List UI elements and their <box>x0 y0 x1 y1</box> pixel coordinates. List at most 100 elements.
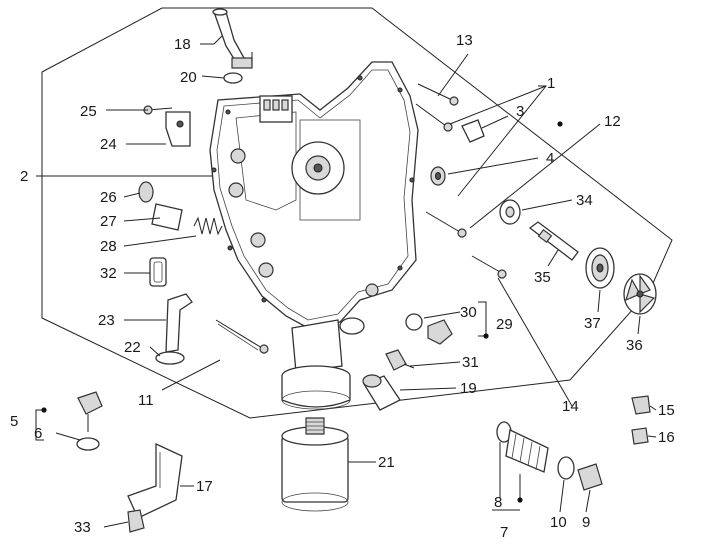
callout-11: 11 <box>138 392 154 409</box>
callout-numbers: 18 20 25 24 2 26 27 28 32 23 22 11 13 1 … <box>10 32 675 541</box>
part-10-oring <box>557 456 575 480</box>
part-11-screw-thread <box>217 323 259 351</box>
part-13-screw-b-head <box>443 122 453 132</box>
part-24-bracket-hole <box>176 120 184 128</box>
filter-seat-bottom <box>281 390 351 410</box>
callout-14: 14 <box>562 398 579 415</box>
callout-19: 19 <box>460 380 477 397</box>
callout-13: 13 <box>456 32 473 49</box>
cover-boss-hole <box>313 163 323 173</box>
part-24-bracket <box>165 111 191 147</box>
part-17-bracket <box>127 442 183 519</box>
callout-22: 22 <box>124 339 141 356</box>
bullet-dot-29 <box>483 333 489 339</box>
callout-24: 24 <box>100 136 117 153</box>
callout-28: 28 <box>100 238 117 255</box>
callout-3: 3 <box>516 103 524 120</box>
part-11-screw <box>215 319 263 349</box>
part-30-washer <box>405 313 423 331</box>
part-18-pipe <box>213 11 245 63</box>
callout-1: 1 <box>547 75 555 92</box>
part-30-plug <box>427 319 453 345</box>
callout-15: 15 <box>658 402 675 419</box>
part-11-screw-head <box>259 344 269 354</box>
callout-12: 12 <box>604 113 621 130</box>
connector-pin-c <box>281 99 289 111</box>
part-34-seal-inner <box>505 206 515 218</box>
callout-8: 8 <box>494 494 502 511</box>
cover-bore-4 <box>258 262 274 278</box>
connector-pin-b <box>272 99 280 111</box>
part-21-thread-lines <box>306 421 324 431</box>
cover-bore-3 <box>250 232 266 248</box>
callout-31: 31 <box>462 354 479 371</box>
part-35-shaft-collar <box>537 228 553 244</box>
callout-34: 34 <box>576 192 593 209</box>
oil-port-collar <box>339 317 365 335</box>
part-18-pipe-end <box>212 8 228 16</box>
callout-16: 16 <box>658 429 675 446</box>
part-31-sensor <box>385 349 407 371</box>
part-12-screw-head <box>457 228 467 238</box>
flange-holes <box>211 75 415 303</box>
part-16-clip <box>631 427 649 445</box>
part-18-bracket <box>231 57 253 69</box>
part-5-dipstick-cap <box>77 391 103 415</box>
callout-36: 36 <box>626 337 643 354</box>
callout-9: 9 <box>582 514 590 531</box>
part-26-washer <box>138 181 154 203</box>
callout-21: 21 <box>378 454 395 471</box>
part-20-oring <box>223 72 243 84</box>
part-4-seal-inner <box>434 171 442 181</box>
part-23-elbow <box>165 293 193 353</box>
part-14-screw <box>471 255 501 273</box>
callout-26: 26 <box>100 189 117 206</box>
crankcase-cover <box>209 61 419 329</box>
part-15-clip <box>631 395 651 415</box>
callout-23: 23 <box>98 312 115 329</box>
callout-6: 6 <box>34 425 42 442</box>
part-21-filter-body <box>281 435 349 503</box>
cover-gasket-edge <box>216 69 411 321</box>
cover-bore-5 <box>365 283 379 297</box>
part-9-plug <box>577 463 603 491</box>
callout-27: 27 <box>100 213 117 230</box>
part-14-screw-head <box>497 269 507 279</box>
callout-5: 5 <box>10 413 18 430</box>
connector-pin-a <box>263 99 271 111</box>
callout-18: 18 <box>174 36 191 53</box>
callout-30: 30 <box>460 304 477 321</box>
part-19-bushing-end <box>362 374 382 388</box>
callout-29: 29 <box>496 316 513 333</box>
part-35-shaft <box>528 221 579 261</box>
callout-35: 35 <box>534 269 551 286</box>
part-6-oring <box>76 437 100 451</box>
callout-33: 33 <box>74 519 91 536</box>
part-8-strainer <box>505 429 549 473</box>
bullet-dot-5 <box>41 407 47 413</box>
callout-2: 2 <box>20 168 28 185</box>
bullet-dot-1 <box>557 121 563 127</box>
bullet-dot-7 <box>517 497 523 503</box>
filter-neck <box>291 319 343 373</box>
part-36-impeller <box>623 273 657 315</box>
callout-25: 25 <box>80 103 97 120</box>
filter-seat-body <box>281 376 351 408</box>
callout-17: 17 <box>196 478 213 495</box>
part-27-plunger <box>151 203 183 231</box>
part-13-screw-a-head <box>449 96 459 106</box>
leader-lines <box>35 35 657 528</box>
cover-bore-1 <box>230 148 246 164</box>
callout-4: 4 <box>546 150 554 167</box>
part-13-screw-a <box>417 83 453 101</box>
part-31-sensor-tip <box>403 363 415 369</box>
part-13-screw-b <box>415 103 447 127</box>
part-37-pulley-hub <box>596 263 604 273</box>
part-12-screw <box>425 211 461 233</box>
part-22-clamp <box>155 351 185 365</box>
part-32-gasket-inner <box>153 261 163 283</box>
part-33-clip <box>127 509 145 533</box>
callout-37: 37 <box>584 315 601 332</box>
